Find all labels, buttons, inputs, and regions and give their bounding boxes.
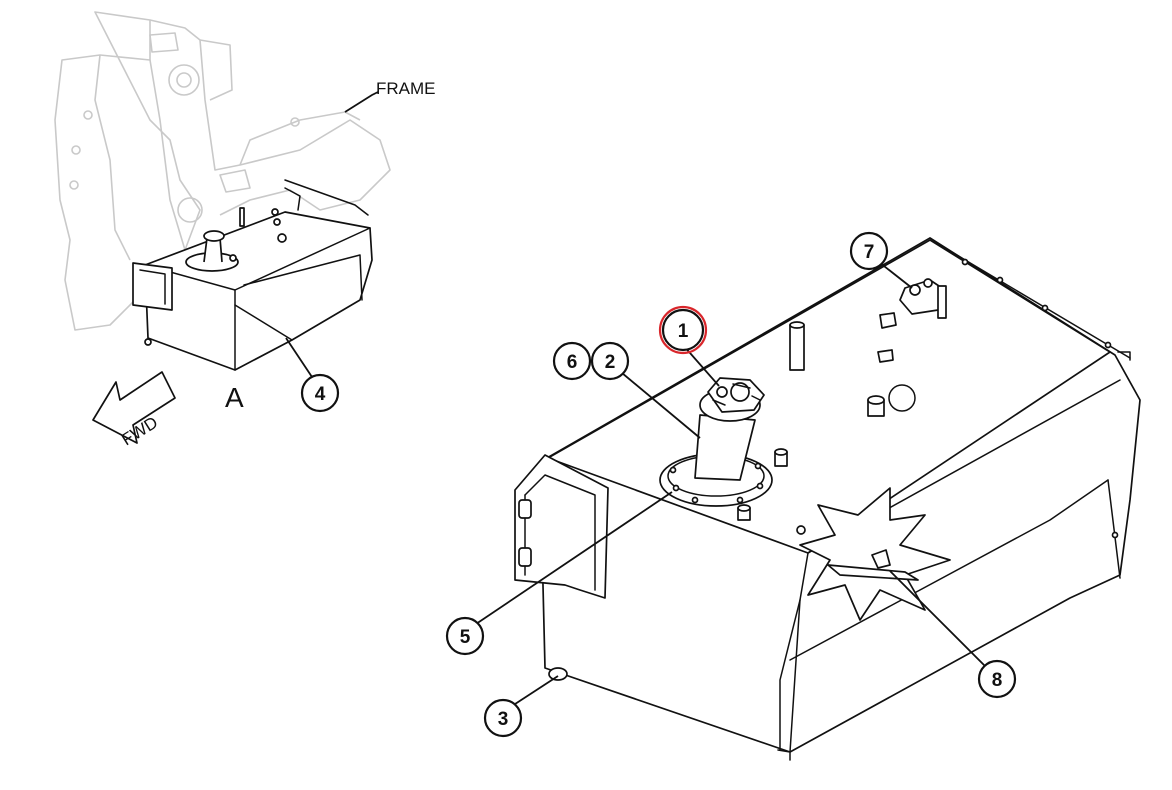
callout-7-number: 7	[864, 242, 875, 263]
callout-8-number: 8	[992, 670, 1003, 691]
callout-3: 3	[483, 698, 523, 738]
forward-direction-arrow: FWD	[92, 371, 176, 449]
callout-4-number: 4	[315, 384, 326, 405]
callout-6: 6	[552, 341, 592, 381]
frame-label-group: FRAME	[344, 79, 436, 113]
callout-5: 5	[445, 616, 485, 656]
main-fuel-tank	[514, 237, 1141, 761]
callout-7: 7	[849, 231, 889, 271]
view-label: A	[225, 382, 244, 413]
callout-6-number: 6	[567, 352, 578, 373]
callout-5-number: 5	[460, 627, 471, 648]
overview-frame-ghost	[54, 11, 391, 331]
callout-2-number: 2	[605, 352, 616, 373]
callout-1: 1	[658, 305, 708, 355]
callout-3-number: 3	[498, 709, 509, 730]
callout-2: 2	[590, 341, 630, 381]
callout-1-highlight-ring	[658, 305, 708, 355]
callout-8: 8	[977, 659, 1017, 699]
callout-4: 4	[300, 373, 340, 413]
overview-fuel-tank	[132, 179, 373, 371]
callout-1-number: 1	[678, 321, 689, 342]
frame-label: FRAME	[376, 79, 436, 98]
